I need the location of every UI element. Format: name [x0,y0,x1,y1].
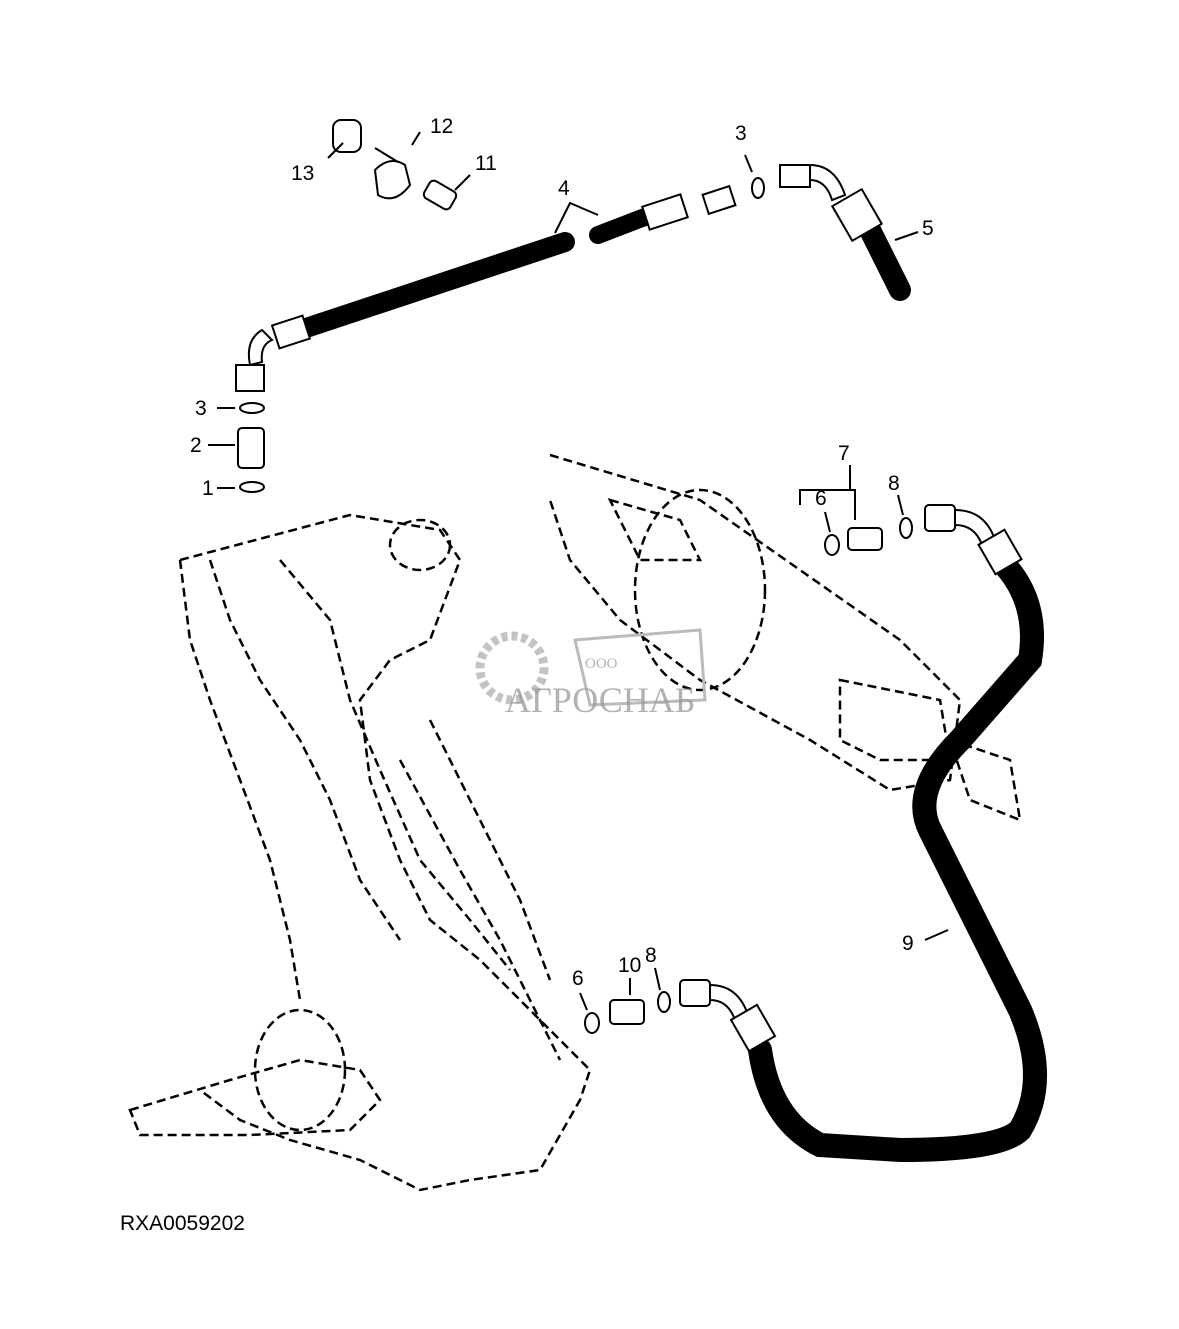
ghost-housing-left [128,513,592,1192]
callout-labels: 13 12 11 4 3 5 3 2 1 7 6 8 9 6 10 8 [190,115,934,990]
clamp-12 [373,160,412,200]
hose-4 [235,184,737,392]
callout-4: 4 [558,177,570,200]
sleeve-13 [332,119,362,153]
callout-5: 5 [922,217,934,240]
callout-3-top: 3 [735,122,747,145]
callout-2: 2 [190,434,202,457]
nut-fitting [235,364,265,392]
watermark-logo: ООО АГРОСНАБ [475,628,707,720]
callout-9: 9 [902,932,914,955]
hose-5 [779,163,911,301]
leader-lines [208,131,949,1011]
callout-3-left: 3 [195,397,207,420]
callout-8-bottom: 8 [645,944,657,967]
callout-10: 10 [618,954,641,977]
fittings [237,177,913,1034]
callout-1: 1 [202,477,214,500]
hose-9 [679,504,1047,1163]
callout-8-top: 8 [888,472,900,495]
callout-7: 7 [838,442,850,465]
watermark-prefix: ООО [585,656,618,672]
figure-id: RXA0059202 [120,1212,245,1235]
bolt-11 [422,179,458,211]
callout-6-bottom: 6 [572,967,584,990]
callout-13: 13 [291,162,314,185]
watermark-name: АГРОСНАБ [505,680,695,720]
callout-6-top: 6 [815,487,827,510]
clamp-parts [332,119,458,211]
callout-11: 11 [475,152,497,175]
callout-12: 12 [430,115,453,138]
